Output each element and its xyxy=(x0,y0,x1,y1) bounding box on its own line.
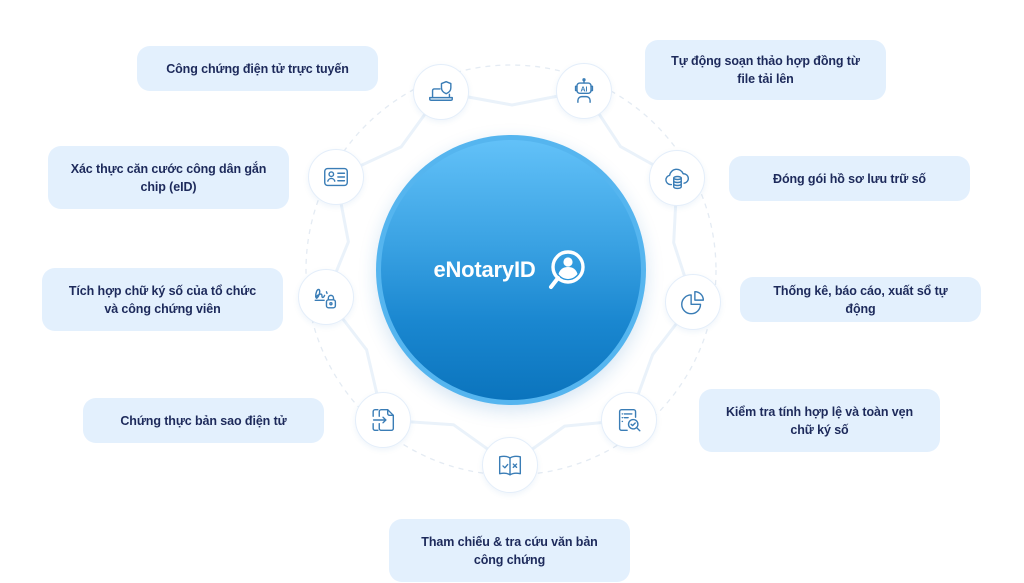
laptop-shield-icon xyxy=(429,80,453,101)
feature-label-digital-archiving: Đóng gói hồ sơ lưu trữ số xyxy=(729,156,970,201)
node-eid-verification xyxy=(308,149,364,205)
id-card-icon xyxy=(324,167,348,187)
node-signature-validation xyxy=(601,392,657,448)
signature-lock-icon xyxy=(314,288,337,309)
hub-inner: eNotaryID xyxy=(381,140,641,400)
feature-label-text: Tự động soạn thảo hợp đồng từ file tải l… xyxy=(671,54,860,86)
central-hub: eNotaryID xyxy=(376,135,646,405)
brand-title: eNotaryID xyxy=(433,257,536,282)
feature-label-electronic-copy-certification: Chứng thực bản sao điện tử xyxy=(83,398,324,443)
feature-label-digital-signature-integration: Tích hợp chữ ký số của tổ chức và công c… xyxy=(42,268,283,331)
node-digital-signature-integration xyxy=(298,269,354,325)
feature-label-text: Đóng gói hồ sơ lưu trữ số xyxy=(773,171,926,186)
feature-label-online-notarization: Công chứng điện tử trực tuyến xyxy=(137,46,378,91)
feature-label-text: Thống kê, báo cáo, xuất sổ tự động xyxy=(773,283,948,316)
feature-label-auto-contract-drafting: Tự động soạn thảo hợp đồng từ file tải l… xyxy=(645,40,886,100)
node-auto-contract-drafting: AI xyxy=(556,63,612,119)
book-check-cross-icon xyxy=(498,455,522,476)
cloud-database-icon xyxy=(665,168,689,190)
svg-text:AI: AI xyxy=(580,86,587,93)
feature-label-text: Xác thực căn cước công dân gắn chip (eID… xyxy=(70,161,267,194)
feature-label-text: Tham chiếu & tra cứu văn bản công chứng xyxy=(421,534,598,567)
feature-label-text: Tích hợp chữ ký số của tổ chức và công c… xyxy=(68,283,257,316)
document-search-check-icon xyxy=(618,408,641,432)
feature-label-statistics-reports: Thống kê, báo cáo, xuất sổ tự động xyxy=(740,277,981,322)
feature-label-document-lookup: Tham chiếu & tra cứu văn bản công chứng xyxy=(389,519,630,582)
feature-label-eid-verification: Xác thực căn cước công dân gắn chip (eID… xyxy=(48,146,289,209)
node-electronic-copy-certification xyxy=(355,392,411,448)
node-online-notarization xyxy=(413,64,469,120)
node-statistics-reports xyxy=(665,274,721,330)
feature-label-text: Kiểm tra tính hợp lệ và toàn vẹn chữ ký … xyxy=(726,404,913,437)
node-digital-archiving xyxy=(649,150,705,206)
pie-chart-icon xyxy=(681,290,705,315)
node-document-lookup xyxy=(482,437,538,493)
feature-label-text: Công chứng điện tử trực tuyến xyxy=(166,61,349,76)
file-import-icon xyxy=(372,408,395,432)
person-search-icon xyxy=(548,250,585,289)
feature-label-text: Chứng thực bản sao điện tử xyxy=(120,413,287,428)
feature-label-signature-validation: Kiểm tra tính hợp lệ và toàn vẹn chữ ký … xyxy=(699,389,940,452)
ai-robot-icon: AI xyxy=(574,78,594,103)
node-connector-ring xyxy=(324,89,695,467)
